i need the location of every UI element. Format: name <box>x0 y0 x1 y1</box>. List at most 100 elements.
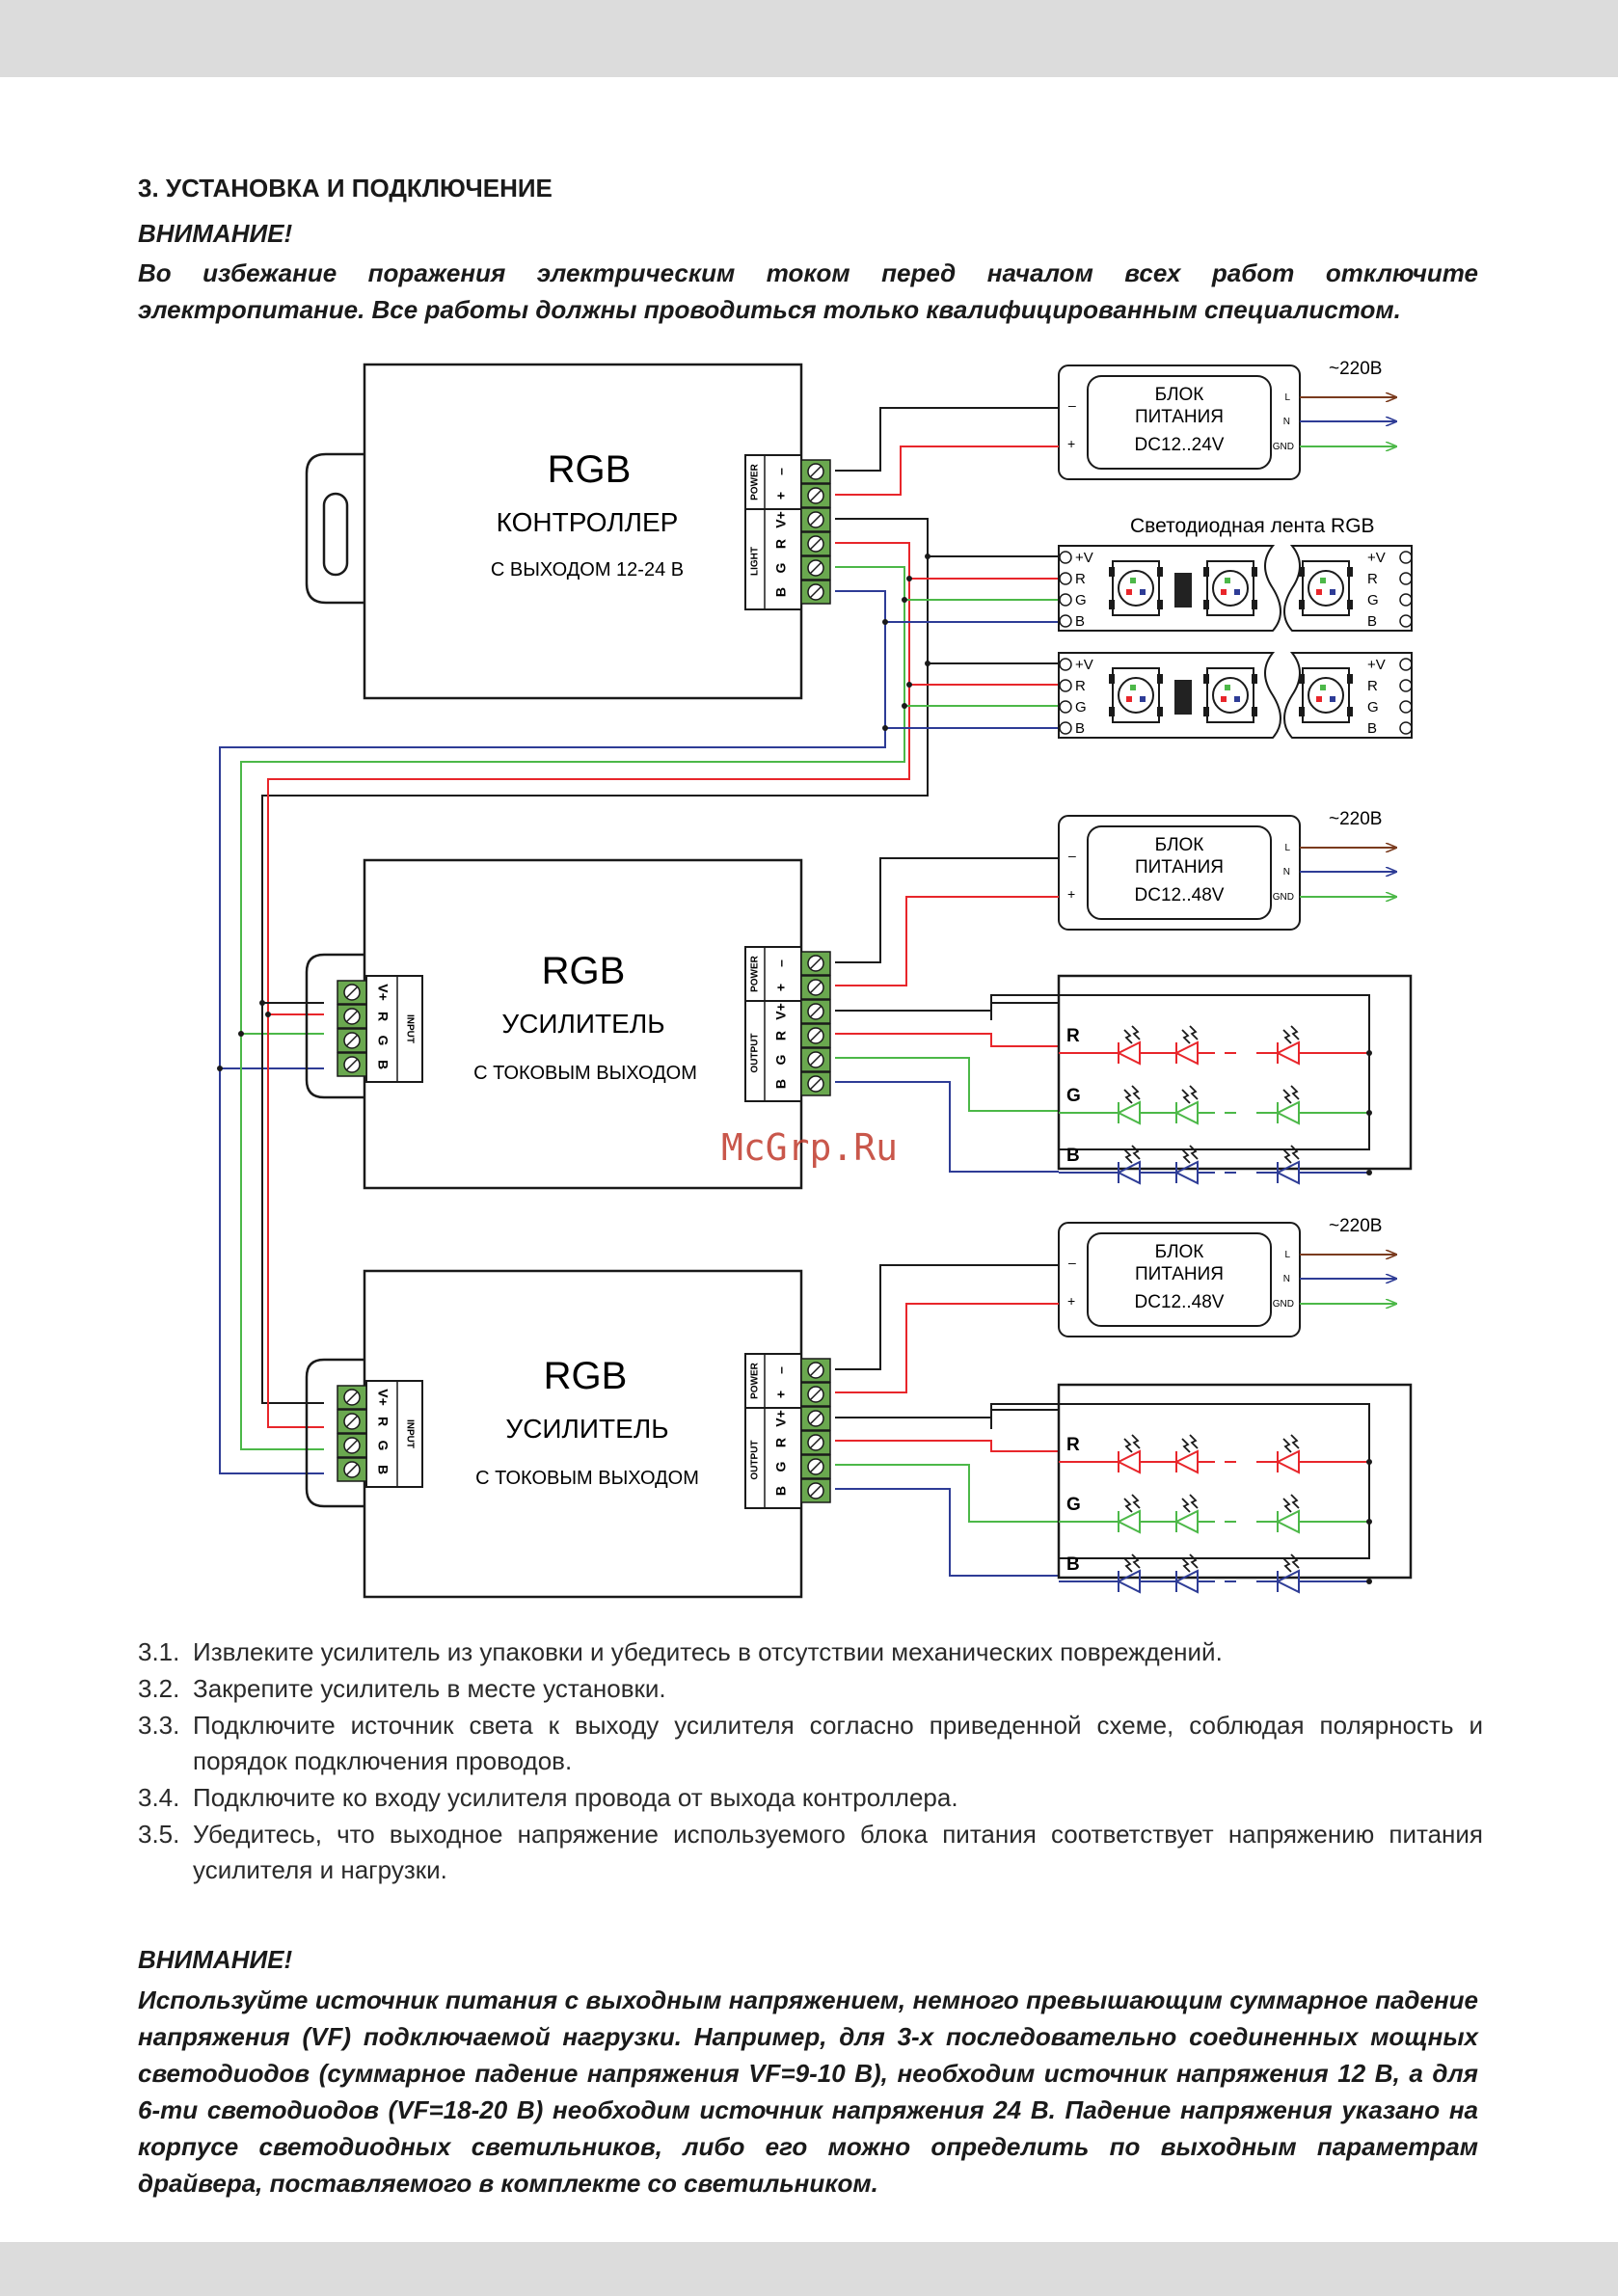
terminal-screw-slot <box>345 986 359 999</box>
strip-led-die-green <box>1225 578 1230 583</box>
strip-led-die-red <box>1221 589 1227 595</box>
strip-led-leg <box>1109 567 1115 577</box>
strip-pin-label: R <box>1367 571 1378 587</box>
strip-led-lens <box>1308 677 1344 714</box>
strip-led-die-blue <box>1330 589 1335 595</box>
strip-pin-label: G <box>1367 699 1379 716</box>
wire <box>835 1033 1059 1047</box>
strip-led-die-green <box>1130 685 1136 690</box>
strip-label: Светодиодная лента RGB <box>1130 515 1375 537</box>
strip-led-lens <box>1212 570 1249 607</box>
terminal-screw-slot <box>809 1436 822 1449</box>
strip-led-die-green <box>1225 685 1230 690</box>
terminal-pin-label: V+ <box>773 1003 789 1020</box>
led-panel: RGB <box>990 974 1413 1185</box>
terminal-pin-label: B <box>773 1079 789 1089</box>
wiring-diagram: RGB КОНТРОЛЛЕР С ВЫХОДОМ 12-24 В RGB УСИ… <box>217 359 1413 1599</box>
wire <box>267 1014 324 1428</box>
strip-led-leg <box>1252 600 1257 609</box>
amplifier-title: RGB <box>544 1355 628 1397</box>
strip-pad <box>1399 593 1413 607</box>
psu-plus: + <box>1067 886 1075 902</box>
strip-led-die-red <box>1221 696 1227 702</box>
terminal-pin-label: V+ <box>773 511 789 528</box>
strip-pad <box>1059 658 1072 671</box>
strip-pin-label: R <box>1367 678 1378 694</box>
terminal-screw-slot <box>809 561 822 575</box>
strip-led-leg <box>1157 674 1163 684</box>
step-number: 3.4. <box>138 1783 180 1812</box>
led-row-label: B <box>1066 1146 1080 1166</box>
strip-resistor <box>1174 573 1192 608</box>
terminal-pin-label: G <box>773 1054 789 1065</box>
strip-led-die-green <box>1130 578 1136 583</box>
junction-dot <box>1366 1459 1372 1465</box>
wire <box>835 1488 1059 1577</box>
terminal-group-label: POWER <box>750 1362 761 1399</box>
terminal-pin-label: V+ <box>375 984 391 1001</box>
terminal-pin-label: + <box>773 984 789 991</box>
strip-pin-label: G <box>1075 699 1087 716</box>
terminal-pin-label: + <box>773 1391 789 1398</box>
strip-led-leg <box>1299 707 1305 716</box>
wire <box>835 446 1059 496</box>
input-housing <box>305 953 364 1099</box>
step-item: 3.5. Убедитесь, что выходное напряжение … <box>138 1817 1483 1888</box>
led-row-label: G <box>1066 1495 1081 1515</box>
diode-symbol <box>1116 1040 1141 1066</box>
step-text: Извлеките усилитель из упаковки и убедит… <box>193 1637 1223 1666</box>
terminal-screw-slot <box>809 1388 822 1401</box>
strip-led-leg <box>1109 600 1115 609</box>
strip-pin-label: G <box>1367 592 1379 608</box>
terminal-screw-slot <box>809 1364 822 1377</box>
terminal-pin-label: B <box>773 1486 789 1496</box>
terminal-group-label: INPUT <box>404 1014 415 1043</box>
strip-led-die-green <box>1320 578 1326 583</box>
terminal-screw-slot <box>809 513 822 527</box>
wire <box>835 896 1059 986</box>
step-item: 3.1. Извлеките усилитель из упаковки и у… <box>138 1634 1483 1670</box>
terminal-screw-slot <box>809 537 822 551</box>
diode-rays <box>1181 1434 1199 1453</box>
strip-led-chip <box>1302 560 1350 616</box>
junction-dot <box>265 1012 271 1017</box>
diode-rays <box>1282 1553 1300 1573</box>
terminal-group-label: POWER <box>750 955 761 992</box>
diode-rays <box>1181 1025 1199 1044</box>
terminal-pin-label: – <box>773 468 789 475</box>
strip-led-leg <box>1157 567 1163 577</box>
led-panel: RGB <box>990 1383 1413 1594</box>
psu-label: ПИТАНИЯ <box>1135 407 1224 427</box>
psu-pin: N <box>1283 1274 1290 1284</box>
diode-rays <box>1123 1025 1141 1044</box>
mains-label: ~220В <box>1329 1216 1382 1236</box>
led-panels: RGB RGB <box>990 974 1413 1594</box>
terminal-pin-label: R <box>375 1012 391 1021</box>
diode-rays <box>1181 1553 1199 1573</box>
junction-dot <box>238 1031 244 1037</box>
strip-pad <box>1059 679 1072 692</box>
diode-rays <box>1123 1434 1141 1453</box>
psu-label: ПИТАНИЯ <box>1135 857 1224 878</box>
terminal-blocks: –+V+RGBPOWERLIGHT–+V+RGBPOWEROUTPUT–+V+R… <box>305 454 831 1509</box>
diode-symbol <box>1275 1449 1300 1474</box>
amplifier-subtitle: УСИЛИТЕЛЬ <box>501 1009 664 1039</box>
terminal-screw-slot <box>809 981 822 994</box>
strip-led-leg <box>1203 674 1209 684</box>
strip-led-leg <box>1347 567 1353 577</box>
terminal-pin-label: B <box>375 1465 391 1474</box>
terminal-screw-slot <box>809 489 822 502</box>
psu-label: БЛОК <box>1155 385 1204 405</box>
psu-pin: N <box>1283 867 1290 878</box>
terminal-screw-slot <box>809 1412 822 1425</box>
strip-pad <box>1059 551 1072 564</box>
strip-led-die-blue <box>1140 589 1146 595</box>
wire <box>240 566 905 1035</box>
amplifier-title: RGB <box>542 950 626 992</box>
strip-pad <box>1399 721 1413 735</box>
diode-rays <box>1123 1494 1141 1513</box>
diode-rays <box>1181 1494 1199 1513</box>
diode-rays <box>1282 1434 1300 1453</box>
